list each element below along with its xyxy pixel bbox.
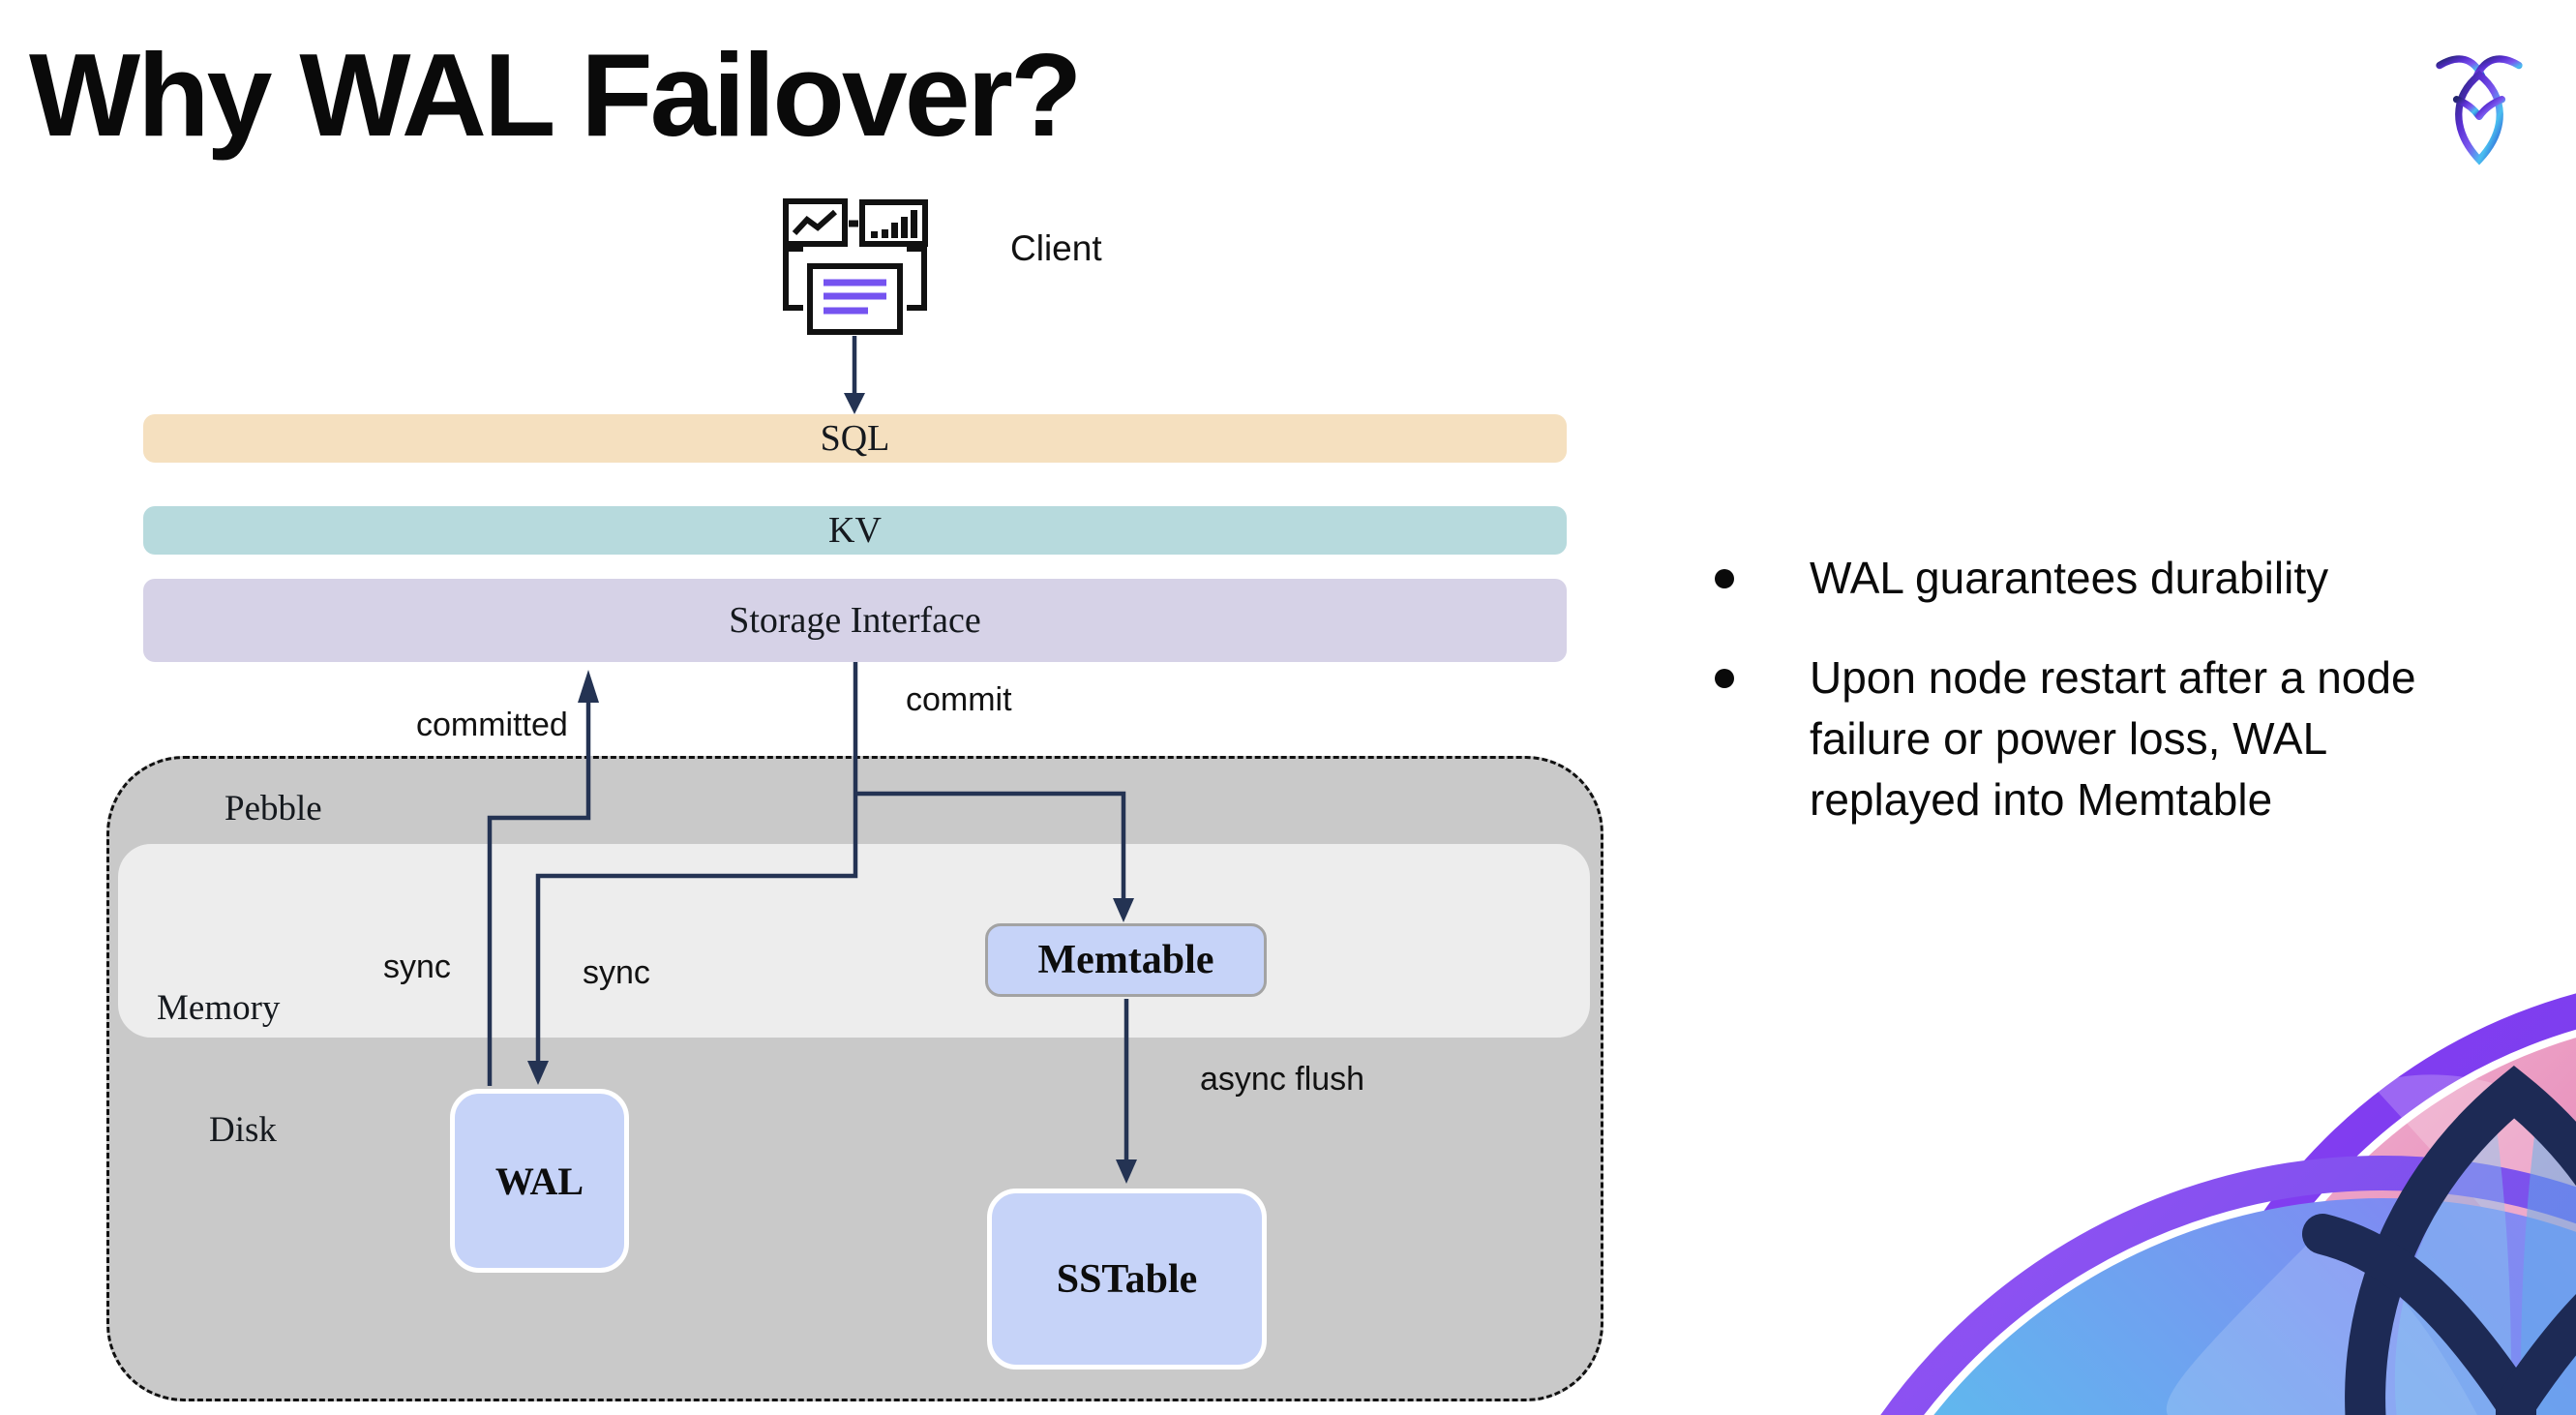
slide-title: Why WAL Failover? [29,29,1083,161]
bullet-dot [1715,669,1734,688]
kv-layer-bar: KV [143,506,1567,555]
brand-pink-circle [2216,1038,2576,1415]
sync-right-edge-label: sync [583,954,650,991]
client-bracket-left [783,246,803,311]
sql-layer-label: SQL [820,418,890,459]
bullet-list: WAL guarantees durability Upon node rest… [1715,548,2566,830]
brand-roach-body [2302,1065,2576,1415]
logo-arm-right [2475,96,2506,120]
bullet-text: WAL guarantees durability [1810,553,2329,603]
bullet-dot [1715,569,1734,588]
brand-pink-sheen [2371,1074,2576,1336]
brand-blue-ring [1880,1156,2576,1415]
commit-edge-label: commit [906,681,1012,718]
sql-layer-bar: SQL [143,414,1567,463]
brand-blue-sheen [2166,1229,2477,1415]
wal-node-label: WAL [494,1159,584,1203]
client-document-icon [807,263,903,335]
sstable-node-label: SSTable [1056,1256,1198,1302]
disk-label: Disk [209,1110,277,1150]
sync-left-edge-label: sync [383,948,451,985]
client-barchart-icon [859,199,928,247]
brand-blue-circle [1933,1198,2576,1415]
client-icon [783,198,928,335]
logo-body [2455,70,2503,166]
pebble-label: Pebble [225,789,322,828]
storage-interface-layer-label: Storage Interface [729,600,981,641]
client-document-lines [824,279,886,315]
wal-node: WAL [450,1089,629,1273]
client-label: Client [1010,228,1102,268]
memtable-node: Memtable [985,923,1267,997]
client-linechart-zigzag [792,209,837,236]
client-barchart-bars [871,210,917,238]
client-to-sql-arrow [844,336,865,414]
client-linechart-icon [783,198,848,247]
bullet-item: WAL guarantees durability [1715,548,2566,609]
client-bracket-right [907,246,927,311]
brand-pink-ring [2172,993,2576,1415]
bullet-text: Upon node restart after a node failure o… [1810,652,2416,825]
committed-edge-label: committed [416,707,568,743]
brand-petal-right [2521,1128,2576,1415]
async-flush-edge-label: async flush [1200,1061,1365,1098]
cockroachdb-logo-icon [2436,55,2523,166]
memory-label: Memory [157,988,281,1028]
kv-layer-label: KV [828,510,882,551]
sstable-node: SSTable [987,1189,1267,1370]
brand-petal-left [2395,1128,2511,1415]
storage-interface-layer-bar: Storage Interface [143,579,1567,662]
memtable-node-label: Memtable [1037,938,1214,982]
bullet-item: Upon node restart after a node failure o… [1715,647,2566,830]
memory-band [118,844,1590,1038]
